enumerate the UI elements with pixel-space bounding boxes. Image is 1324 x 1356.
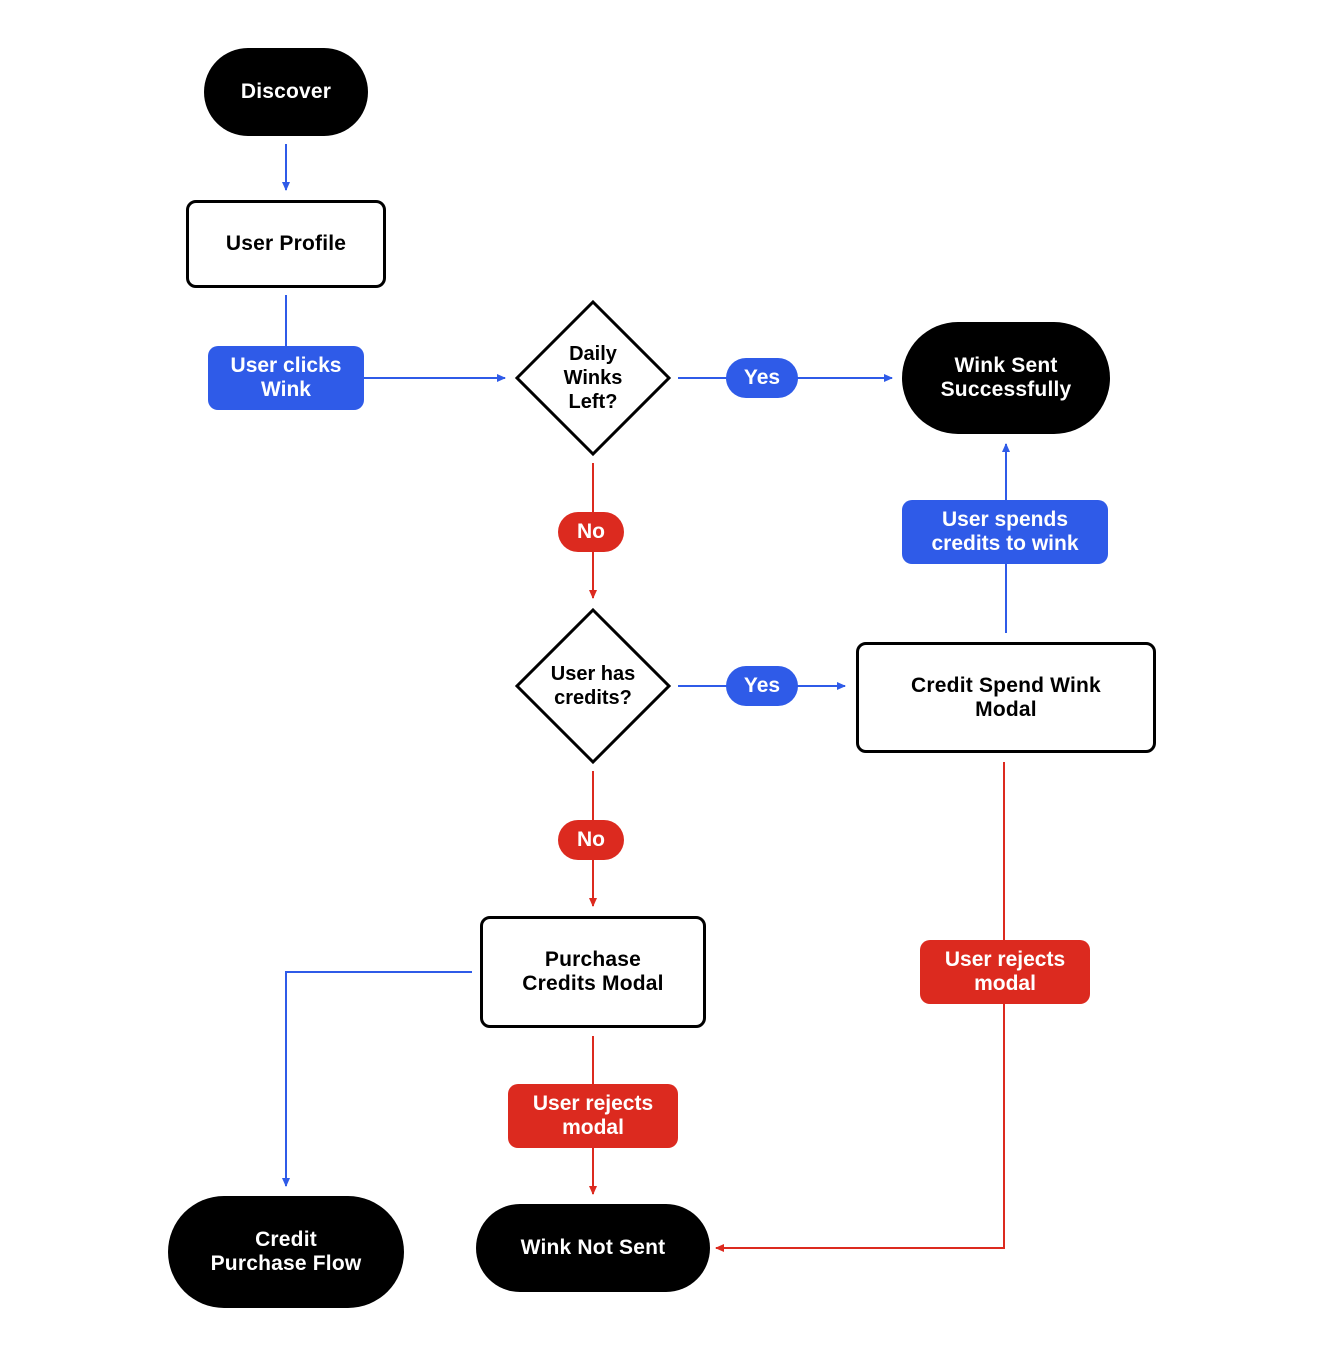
label-user-rejects-purchase-modal: User rejects modal xyxy=(508,1084,678,1148)
label-yes-daily-winks: Yes xyxy=(726,358,798,398)
node-credit-spend-wink-modal: Credit Spend Wink Modal xyxy=(856,642,1156,753)
label-no-has-credits-text: No xyxy=(577,828,605,851)
node-wink-not-sent: Wink Not Sent xyxy=(476,1204,710,1292)
edge-purchase-modal-to-purchase-flow xyxy=(282,971,472,1187)
node-user-profile-label: User Profile xyxy=(225,232,347,255)
label-yes-daily-winks-text: Yes xyxy=(743,366,781,389)
label-no-daily-winks-text: No xyxy=(577,520,605,543)
label-user-clicks-wink: User clicks Wink xyxy=(208,346,364,410)
node-wink-sent-successfully: Wink Sent Successfully xyxy=(902,322,1110,434)
decision-daily-winks-label: Daily Winks Left? xyxy=(563,343,623,413)
node-credit-purchase-flow: Credit Purchase Flow xyxy=(168,1196,404,1308)
node-purchase-credits-modal: Purchase Credits Modal xyxy=(480,916,706,1028)
decision-user-has-credits-diamond xyxy=(514,607,672,765)
label-user-rejects-spend-modal: User rejects modal xyxy=(920,940,1090,1004)
label-no-has-credits: No xyxy=(558,820,624,860)
edge-spend-modal-to-not-sent xyxy=(715,762,1005,1252)
node-wink-not-sent-label: Wink Not Sent xyxy=(520,1236,666,1259)
label-yes-has-credits-text: Yes xyxy=(743,674,781,697)
label-no-daily-winks: No xyxy=(558,512,624,552)
label-yes-has-credits: Yes xyxy=(726,666,798,706)
decision-user-has-credits-label: User has credits? xyxy=(550,663,636,709)
node-discover-label: Discover xyxy=(240,80,332,103)
node-user-profile: User Profile xyxy=(186,200,386,288)
label-user-spends-credits: User spends credits to wink xyxy=(902,500,1108,564)
node-discover: Discover xyxy=(204,48,368,136)
decision-daily-winks-diamond xyxy=(514,299,672,457)
